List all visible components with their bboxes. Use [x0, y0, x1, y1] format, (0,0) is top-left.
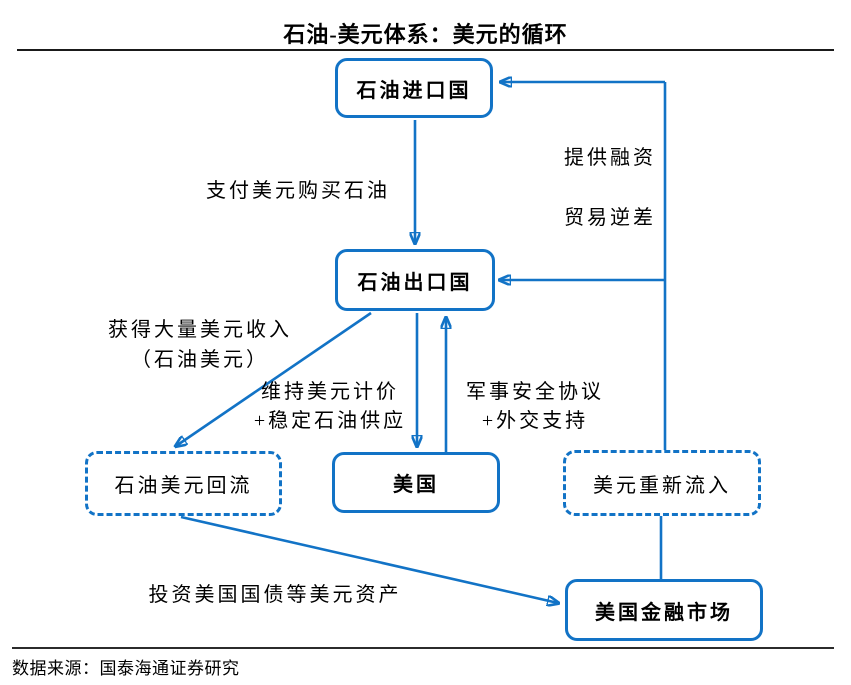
edge-label-dollar-income-line2: （石油美元） — [131, 349, 269, 371]
edge-label-invest-treasuries: 投资美国国债等美元资产 — [148, 584, 402, 606]
node-usa-label: 美国 — [393, 474, 439, 496]
node-us-financial-market-label: 美国金融市场 — [595, 601, 733, 624]
footer-divider — [12, 647, 834, 649]
node-oil-importer: 石油进口国 — [335, 58, 493, 118]
node-us-financial-market: 美国金融市场 — [565, 579, 763, 641]
edge-label-maintain-pricing: 维持美元计价 +稳定石油供应 — [230, 378, 430, 436]
node-petrodollar-recycling-label: 石油美元回流 — [114, 475, 253, 497]
edge-label-military-security-line1: 军事安全协议 — [466, 381, 604, 403]
node-dollar-reinflow: 美元重新流入 — [563, 450, 761, 516]
node-oil-exporter: 石油出口国 — [335, 249, 495, 311]
edge-label-maintain-pricing-line1: 维持美元计价 — [261, 381, 399, 403]
edge-label-dollar-income-line1: 获得大量美元收入 — [108, 319, 292, 341]
node-usa: 美国 — [332, 452, 500, 513]
node-oil-importer-label: 石油进口国 — [356, 79, 472, 102]
edge-label-military-security-line2: +外交支持 — [481, 410, 589, 432]
node-oil-exporter-label: 石油出口国 — [357, 271, 473, 294]
edge-label-dollar-income: 获得大量美元收入 （石油美元） — [70, 315, 330, 375]
edge-label-maintain-pricing-line2: +稳定石油供应 — [253, 410, 407, 432]
title-divider — [17, 49, 834, 51]
edge-label-trade-deficit: 贸易逆差 — [564, 207, 656, 229]
edge-label-provide-financing: 提供融资 — [564, 147, 656, 169]
edge-label-pay-dollars: 支付美元购买石油 — [206, 180, 390, 202]
node-dollar-reinflow-label: 美元重新流入 — [593, 474, 731, 497]
edge-label-military-security: 军事安全协议 +外交支持 — [445, 378, 625, 436]
node-petrodollar-recycling: 石油美元回流 — [85, 451, 282, 516]
data-source: 数据来源：国泰海通证券研究 — [12, 659, 240, 678]
page-title: 石油-美元体系：美元的循环 — [283, 22, 568, 47]
